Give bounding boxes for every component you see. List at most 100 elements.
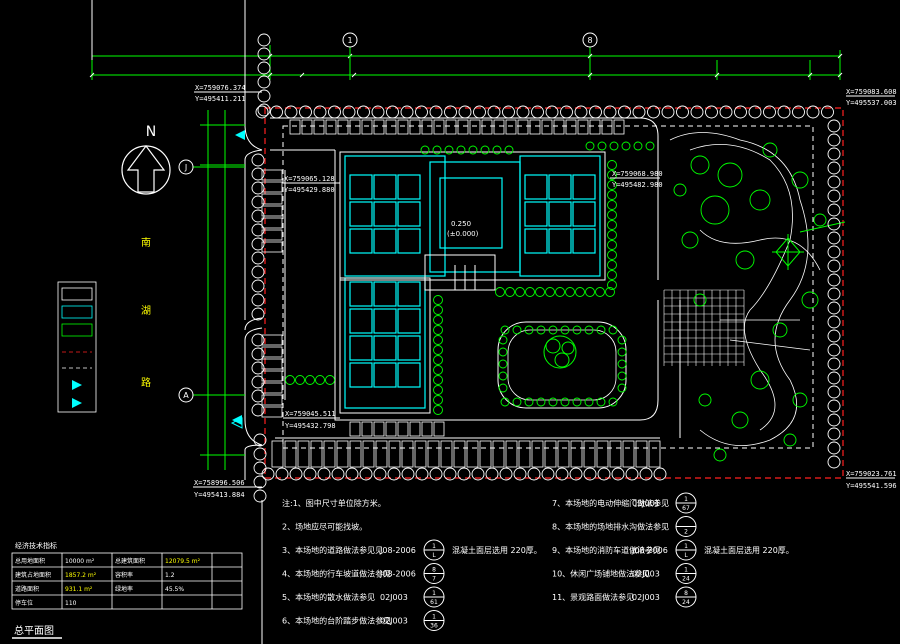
svg-text:湖: 湖	[141, 305, 151, 317]
note-ref-bottom: 24	[682, 599, 690, 606]
note-ref-bottom: 61	[430, 599, 438, 606]
note-line: 8、本场地的场地排水沟做法参见	[552, 522, 669, 532]
north-arrow: N	[121, 124, 171, 195]
note-ref-bottom: 7	[432, 576, 436, 583]
note-line: 7、本场地的电动伸缩门做法参见	[552, 498, 669, 508]
note-ref-code: J08-2006	[631, 546, 668, 555]
svg-text:X=759083.608: X=759083.608	[846, 88, 897, 96]
note-ref-bottom: 67	[682, 505, 690, 512]
coordinate-labels: X=759076.374 Y=495411.211 X=759083.608 Y…	[193, 84, 897, 499]
legend-panel	[57, 281, 97, 413]
notes-left: 注:1、图中尺寸单位除方米。2、场地应尽可能找坡。3、本场地的道路做法参见见J0…	[282, 498, 542, 631]
svg-text:1857.2 m²: 1857.2 m²	[65, 572, 97, 579]
svg-text:容积率: 容积率	[115, 571, 133, 579]
svg-text:X=759076.374: X=759076.374	[195, 84, 246, 92]
perimeter-trees	[251, 33, 841, 503]
note-line: 4、本场地的行车坡道做法参见	[282, 569, 391, 579]
hedge-trees	[285, 141, 655, 415]
svg-text:总用地面积: 总用地面积	[15, 557, 45, 565]
note-ref-code: J08-2006	[379, 546, 416, 555]
svg-text:110: 110	[65, 600, 77, 607]
axis-bubble-1: 1	[342, 32, 358, 80]
svg-text:1.2: 1.2	[165, 572, 175, 579]
note-ref-bottom: 24	[682, 576, 690, 583]
note-ref-bottom: L	[684, 552, 688, 559]
tech-table: 经济技术指标 总用地面积 10000 m² 总建筑面积 12079.5 m² 建…	[11, 541, 243, 610]
svg-text:南: 南	[141, 236, 151, 249]
note-line: 注:1、图中尺寸单位除方米。	[282, 498, 386, 508]
svg-text:12079.5 m²: 12079.5 m²	[165, 558, 201, 565]
note-ref-code: 02J003	[632, 593, 660, 602]
note-ref-bottom: 36	[430, 623, 438, 630]
svg-text:停车位: 停车位	[15, 599, 33, 607]
note-ref-top: 8	[684, 590, 688, 597]
svg-text:Y=495482.980: Y=495482.980	[612, 181, 663, 189]
axis-bubble-a: A	[178, 387, 245, 403]
note-ref-code: 02J003	[632, 570, 660, 579]
landscape-trees	[673, 142, 827, 462]
svg-text:Y=495429.880: Y=495429.880	[284, 186, 335, 194]
note-line: 10、休闲广场铺地做法参见	[552, 569, 650, 579]
note-ref-top: 1	[684, 567, 688, 574]
note-ref-code: 03J001	[632, 499, 660, 508]
svg-text:931.1 m²: 931.1 m²	[65, 586, 93, 593]
site-boundary-line	[264, 107, 844, 479]
road-lines	[91, 0, 263, 644]
svg-text:J: J	[184, 163, 187, 172]
svg-text:X=759068.980: X=759068.980	[612, 170, 663, 178]
parking-stalls	[261, 119, 661, 468]
svg-text:道路面积: 道路面积	[15, 585, 39, 593]
tech-table-title: 经济技术指标	[15, 541, 57, 550]
svg-text:Y=495541.596: Y=495541.596	[846, 482, 897, 490]
svg-text:Y=495537.003: Y=495537.003	[846, 99, 897, 107]
svg-text:建筑占地面积: 建筑占地面积	[15, 571, 51, 579]
note-ref-top: 8	[432, 567, 436, 574]
building-setback-line	[282, 125, 814, 449]
note-ref-code: 02J003	[380, 617, 408, 626]
note-ref-top: 1	[432, 614, 436, 621]
central-garden-shrub	[543, 335, 577, 369]
elevation-sub-label: (±0.000)	[447, 230, 479, 238]
note-line: 3、本场地的道路做法参见见	[282, 545, 383, 555]
elevation-label: 0.250	[451, 220, 471, 228]
svg-text:X=759065.128: X=759065.128	[284, 175, 335, 183]
central-planter-inner	[507, 329, 617, 401]
svg-text:45.5%: 45.5%	[165, 586, 184, 593]
note-ref-top: 1	[684, 496, 688, 503]
note-ref-bottom: L	[432, 552, 436, 559]
axis-bubble-8: 8	[582, 32, 598, 48]
landscape-garden	[669, 132, 821, 446]
note-ref-top: 1	[432, 590, 436, 597]
axis-bubble-j: J	[178, 159, 245, 175]
note-ref-bottom: 2	[684, 529, 688, 536]
landscape-grid-plaza	[663, 289, 745, 366]
note-ref-code: J08-2006	[379, 570, 416, 579]
note-ref-top: 1	[432, 543, 436, 550]
svg-text:Y=495411.211: Y=495411.211	[195, 95, 246, 103]
building-block	[344, 155, 601, 409]
north-label: N	[146, 124, 156, 140]
note-line: 5、本场地的散水做法参见	[282, 592, 375, 602]
svg-text:X=758996.506: X=758996.506	[194, 479, 245, 487]
drawing-title: 总平面图	[14, 624, 54, 637]
note-ref-code: 02J003	[380, 593, 408, 602]
svg-text:总建筑面积: 总建筑面积	[115, 557, 145, 565]
entrance-markers	[230, 130, 245, 429]
svg-text:10000 m²: 10000 m²	[65, 558, 95, 565]
note-line: 2、场地应尽可能找坡。	[282, 522, 367, 532]
svg-text:1: 1	[347, 36, 352, 45]
road-name-label: 南 湖 路	[141, 236, 151, 389]
feature-tree-symbol	[772, 221, 846, 270]
svg-text:X=759045.511: X=759045.511	[285, 410, 336, 418]
note-ref-tail: 混凝土面层选用 220厚。	[452, 545, 542, 555]
building-white-outline	[339, 151, 606, 414]
note-ref-top: 1	[684, 543, 688, 550]
note-line: 9、本场地的消防车道做法参见	[552, 545, 661, 555]
svg-text:Y=495413.884: Y=495413.884	[194, 491, 245, 499]
svg-text:路: 路	[141, 376, 151, 389]
note-line: 6、本场地的台阶踏步做法参见	[282, 616, 391, 626]
svg-text:X=759023.761: X=759023.761	[846, 470, 897, 478]
